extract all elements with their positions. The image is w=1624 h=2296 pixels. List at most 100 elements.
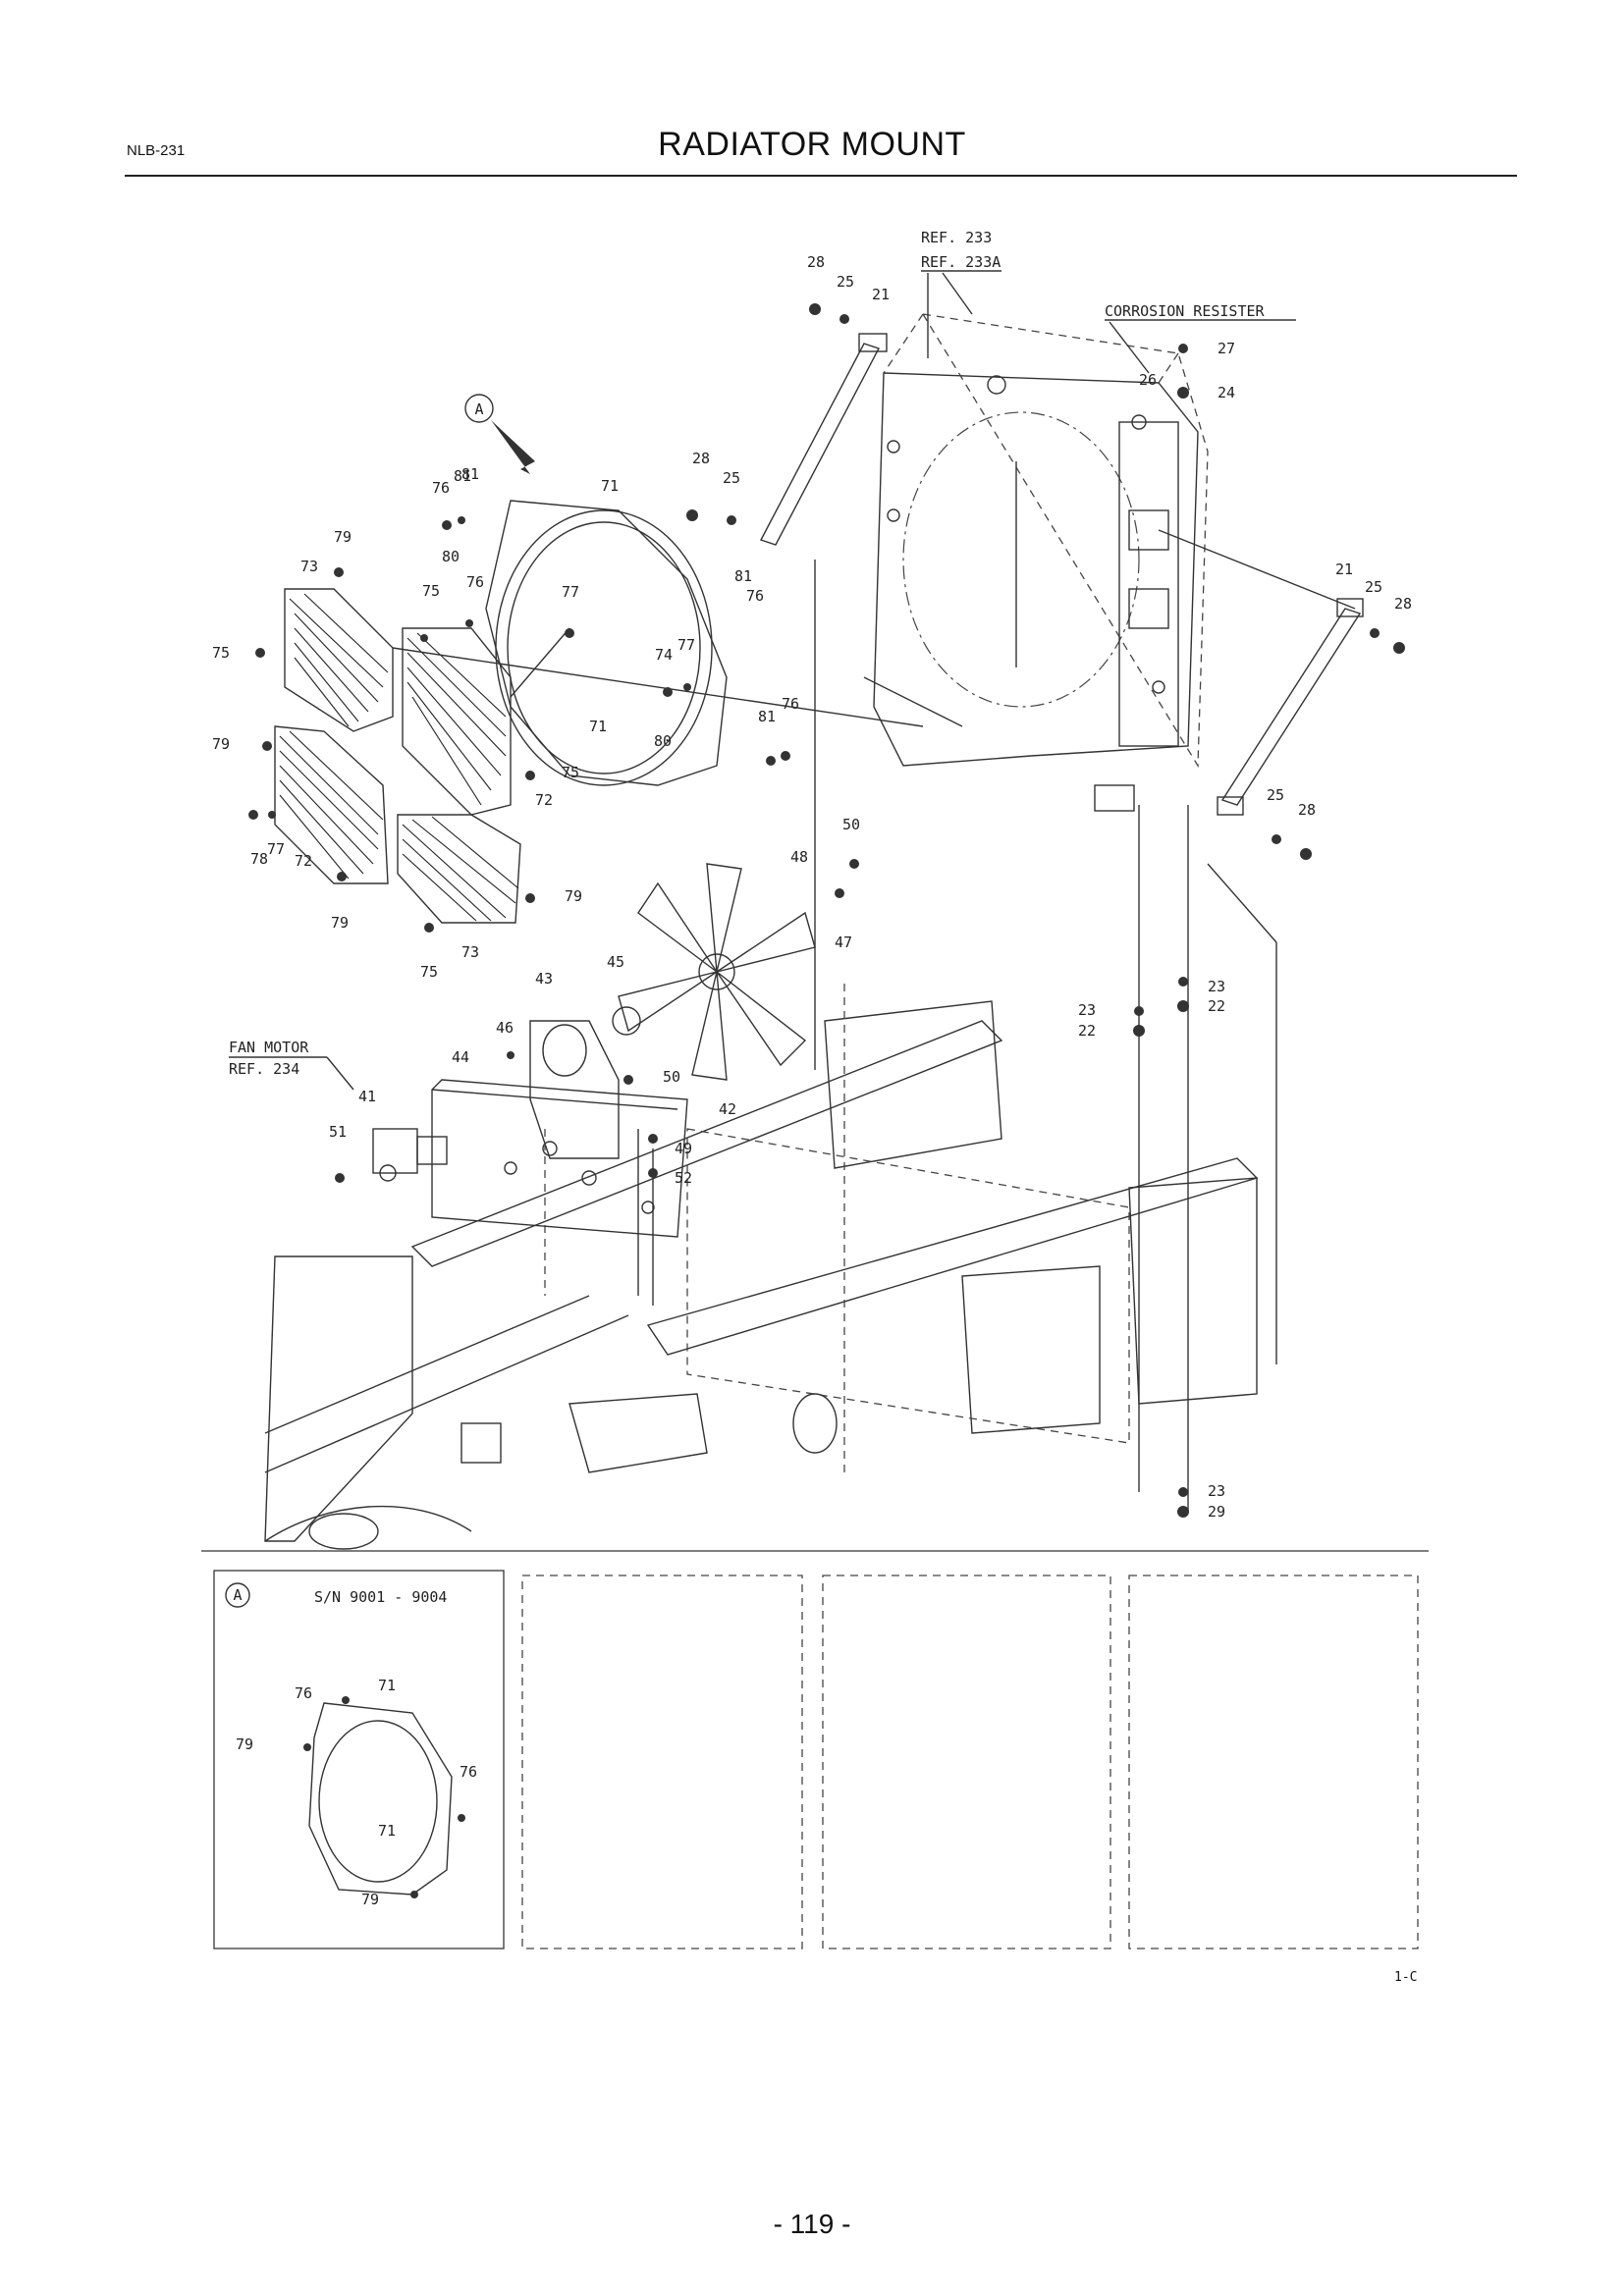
serial-range: S/N 9001 - 9004 <box>314 1588 447 1606</box>
page-title: RADIATOR MOUNT <box>658 126 966 163</box>
callout-number: 29 <box>1208 1503 1225 1521</box>
callout-number: 24 <box>1218 384 1235 401</box>
callout-number: 75 <box>562 764 579 781</box>
document-code: NLB-231 <box>127 142 186 159</box>
callout-number: 80 <box>654 732 672 750</box>
callout-numbers: 28 25 21 27 26 24 21 25 28 25 28 23 22 2… <box>212 253 1412 1521</box>
callout-number: 25 <box>1365 578 1382 596</box>
fan-guard-lower-left <box>274 725 389 884</box>
view-marker-a: A <box>464 394 535 474</box>
alignment-lines <box>392 529 1356 1512</box>
callout-number: 23 <box>1078 1001 1096 1019</box>
support-stay-right <box>1217 598 1364 816</box>
callout-number: 50 <box>663 1068 680 1086</box>
callout-number: 25 <box>723 469 740 487</box>
reference-labels: REF. 233 REF. 233A CORROSION RESISTER FA… <box>229 229 1296 1091</box>
callout-number: 21 <box>872 286 890 303</box>
fastener-symbols <box>248 303 1405 1518</box>
callout-number: 77 <box>267 840 285 858</box>
callout-number: 71 <box>589 718 607 735</box>
corrosion-resister-label: CORROSION RESISTER <box>1105 302 1266 320</box>
callout-number: 43 <box>535 970 553 988</box>
callout-number: 79 <box>331 914 349 932</box>
callout-number: 73 <box>461 943 479 961</box>
svg-text:76: 76 <box>460 1763 477 1781</box>
fan-guard-upper-right <box>402 627 512 816</box>
svg-text:71: 71 <box>378 1677 396 1694</box>
callout-number: 75 <box>212 644 230 662</box>
callout-number: 76 <box>432 479 450 497</box>
callout-number: 77 <box>677 636 695 654</box>
callout-number: 79 <box>565 887 582 905</box>
fan-guard-lower-right <box>397 814 521 924</box>
support-stay-left <box>759 333 888 546</box>
callout-number: 75 <box>422 582 440 600</box>
ref-234-label: REF. 234 <box>229 1060 299 1078</box>
fan-motor-label: FAN MOTOR <box>229 1039 309 1056</box>
callout-number: 81 <box>454 467 471 485</box>
ref-233-label: REF. 233 <box>921 229 992 246</box>
empty-detail-box-1 <box>521 1575 803 1949</box>
callout-number: 77 <box>562 583 579 601</box>
callout-number: 21 <box>1335 561 1353 578</box>
svg-text:71: 71 <box>378 1822 396 1840</box>
detail-marker: A <box>233 1586 242 1604</box>
callout-number: 51 <box>329 1123 347 1141</box>
callout-number: 28 <box>1298 801 1316 819</box>
callout-number: 48 <box>790 848 808 866</box>
callout-number: 41 <box>358 1088 376 1105</box>
callout-number: 74 <box>655 646 673 664</box>
fan-shroud <box>485 500 728 786</box>
fan-bracket <box>431 1020 688 1238</box>
callout-number: 76 <box>466 573 484 591</box>
callout-number: 78 <box>250 850 268 868</box>
callout-number: 26 <box>1139 371 1157 389</box>
svg-text:A: A <box>474 400 483 418</box>
callout-number: 27 <box>1218 340 1235 357</box>
callout-number: 72 <box>295 852 312 870</box>
header-rule <box>125 175 1517 177</box>
callout-number: 22 <box>1078 1022 1096 1040</box>
svg-text:76: 76 <box>295 1684 312 1702</box>
callout-number: 73 <box>300 558 318 575</box>
callout-number: 28 <box>1394 595 1412 613</box>
empty-detail-box-3 <box>1128 1575 1419 1949</box>
svg-text:79: 79 <box>361 1891 379 1908</box>
fan-guard-upper-left <box>284 588 394 732</box>
callout-number: 76 <box>782 695 799 713</box>
callout-number: 52 <box>675 1169 692 1187</box>
page-number: - 119 - <box>773 2209 851 2239</box>
detail-box-a: A S/N 9001 - 9004 76 71 79 76 71 79 <box>213 1570 505 1949</box>
callout-number: 23 <box>1208 978 1225 995</box>
callout-number: 42 <box>719 1100 736 1118</box>
callout-number: 71 <box>601 477 619 495</box>
callout-number: 81 <box>734 567 752 585</box>
svg-text:79: 79 <box>236 1735 253 1753</box>
machine-frame <box>264 982 1259 1550</box>
ref-233a-label: REF. 233A <box>921 253 1001 271</box>
callout-number: 25 <box>837 273 854 291</box>
callout-number: 23 <box>1208 1482 1225 1500</box>
callout-number: 79 <box>334 528 352 546</box>
callout-number: 81 <box>461 465 479 483</box>
callout-number: 47 <box>835 934 852 951</box>
radiator-assembly <box>873 313 1209 812</box>
callout-number: 46 <box>496 1019 514 1037</box>
callout-number: 75 <box>420 963 438 981</box>
callout-number: 76 <box>746 587 764 605</box>
callout-number: 50 <box>842 816 860 833</box>
callout-number: 49 <box>675 1140 692 1157</box>
cooling-fan <box>612 863 816 1081</box>
callout-number: 81 <box>758 708 776 725</box>
callout-number: 80 <box>442 548 460 565</box>
callout-number: 72 <box>535 791 553 809</box>
callout-number: 28 <box>692 450 710 467</box>
callout-number: 22 <box>1208 997 1225 1015</box>
callout-number: 44 <box>452 1048 469 1066</box>
callout-number: 25 <box>1267 786 1284 804</box>
figure-code: 1-C <box>1394 1970 1418 1985</box>
callout-number: 79 <box>212 735 230 753</box>
fan-motor <box>372 1128 448 1182</box>
callout-number: 28 <box>807 253 825 271</box>
